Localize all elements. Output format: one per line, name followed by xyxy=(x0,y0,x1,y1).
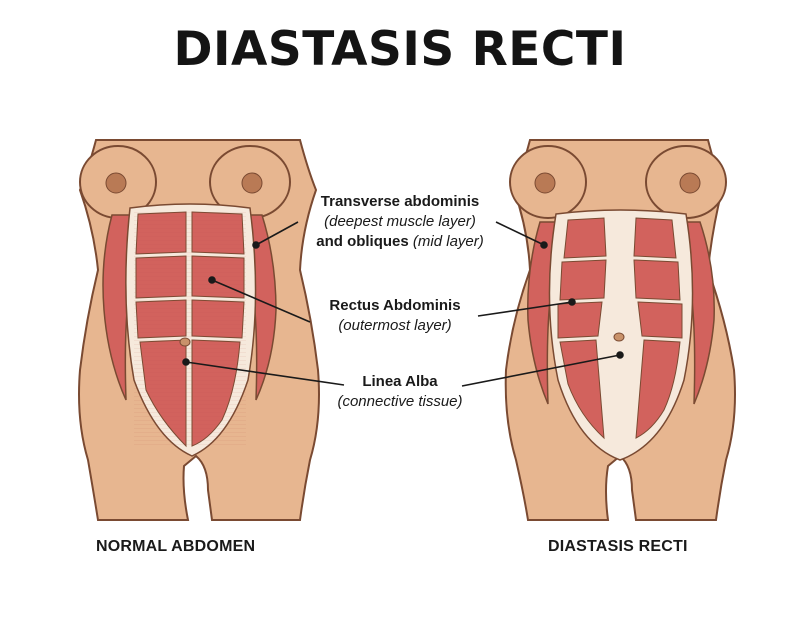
diastasis-rectus-segment xyxy=(557,301,603,339)
diastasis-torso xyxy=(504,139,736,521)
pointer-rectus-normal xyxy=(211,279,311,323)
normal-rectus-segment xyxy=(191,255,245,299)
label-linea-note: (connective tissue) xyxy=(337,393,463,410)
pointer-dot xyxy=(568,298,576,306)
pointer-linea-normal xyxy=(185,361,345,386)
pointer-dot xyxy=(540,241,548,249)
label-rectus: Rectus Abdominis (outermost layer) xyxy=(310,296,480,336)
label-linea-alba: Linea Alba (connective tissue) xyxy=(316,372,484,412)
diastasis-rectus-segment xyxy=(637,301,683,339)
diastasis-rectus-segment xyxy=(635,339,681,439)
pointer-transverse-normal xyxy=(255,221,299,246)
diastasis-nipple-right xyxy=(679,172,701,194)
normal-torso xyxy=(78,139,320,521)
normal-navel xyxy=(179,337,191,347)
diastasis-rectus-segment xyxy=(633,259,681,301)
normal-nipple-left xyxy=(105,172,127,194)
label-rectus-title: Rectus Abdominis xyxy=(329,297,461,314)
diastasis-navel xyxy=(613,332,625,342)
normal-rectus-segment xyxy=(191,299,245,339)
diagram-title: DIASTASIS RECTI xyxy=(173,22,627,77)
caption-diastasis-recti: DIASTASIS RECTI xyxy=(548,538,688,555)
label-transverse-obliques: Transverse abdominis (deepest muscle lay… xyxy=(302,192,498,252)
normal-rectus-segment xyxy=(191,211,245,255)
caption-normal-abdomen: NORMAL ABDOMEN xyxy=(96,538,256,555)
pointer-linea-diastasis xyxy=(461,354,621,387)
normal-nipple-right xyxy=(241,172,263,194)
diastasis-rectus-segment xyxy=(563,217,607,259)
pointer-rectus-diastasis xyxy=(477,301,573,317)
normal-rectus-segment xyxy=(135,211,187,255)
normal-rectus-segment xyxy=(135,299,187,339)
pointer-dot xyxy=(182,358,190,366)
label-obliques-note: (mid layer) xyxy=(412,233,484,250)
diastasis-nipple-left xyxy=(534,172,556,194)
pointer-dot xyxy=(208,276,216,284)
normal-rectus-segment xyxy=(135,255,187,299)
pointer-transverse-diastasis xyxy=(495,221,545,246)
pointer-dot xyxy=(252,241,260,249)
label-obliques-title: and obliques xyxy=(316,233,409,250)
diastasis-rectus-segment xyxy=(633,217,677,259)
pointer-dot xyxy=(616,351,624,359)
label-rectus-note: (outermost layer) xyxy=(338,317,452,334)
label-transverse-title: Transverse abdominis xyxy=(320,193,480,210)
diastasis-rectus-segment xyxy=(559,259,607,301)
label-linea-title: Linea Alba xyxy=(362,373,438,390)
label-transverse-note: (deepest muscle layer) xyxy=(324,213,476,230)
pointer-lines xyxy=(182,221,624,387)
